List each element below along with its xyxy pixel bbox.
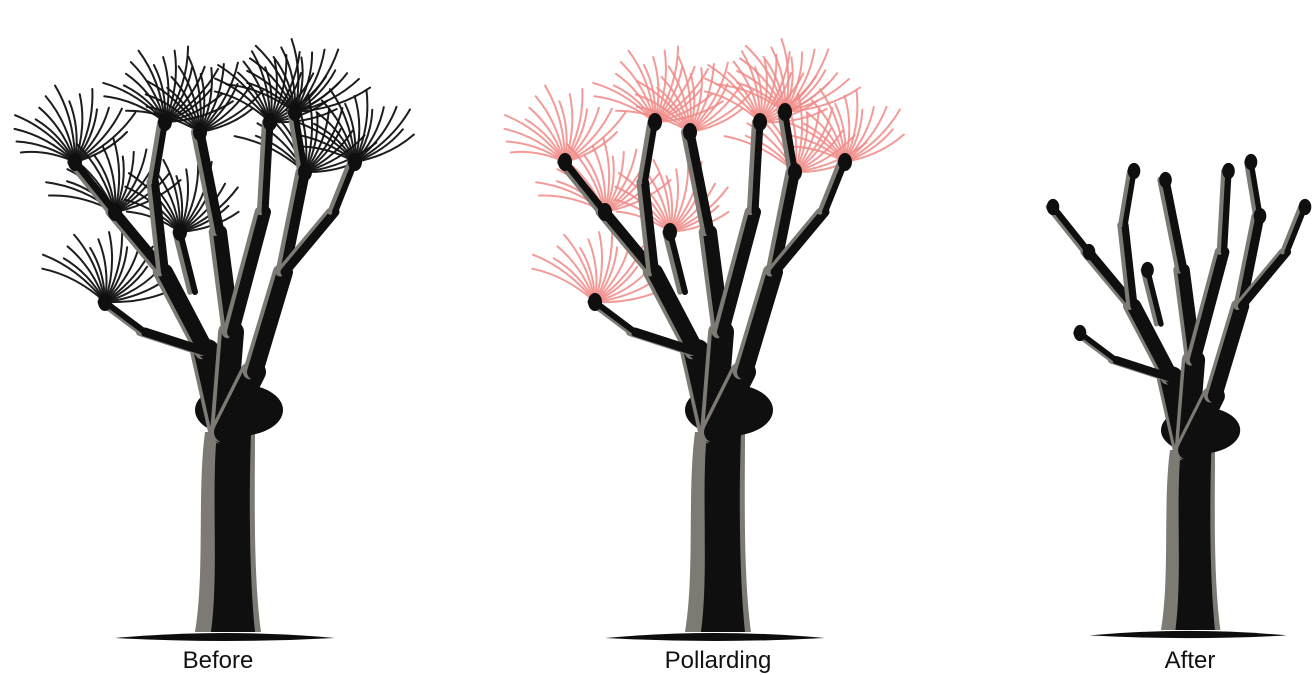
tree-after-drawing — [1047, 154, 1312, 638]
tree-before-drawing — [14, 39, 413, 641]
tree-pollarding-ground — [605, 633, 825, 641]
caption-pollarding: Pollarding — [598, 648, 838, 674]
tree-before — [14, 39, 413, 641]
tree-before-ground — [115, 633, 335, 641]
tree-before-trunk — [211, 432, 255, 632]
tree-after-branches — [1047, 154, 1312, 450]
tree-pollarding — [504, 39, 903, 641]
tree-pollarding-trunk — [701, 432, 745, 632]
tree-after-trunk — [1175, 450, 1215, 630]
caption-before: Before — [98, 648, 338, 674]
tree-after-ground — [1089, 631, 1287, 638]
tree-pollarding-drawing — [504, 39, 903, 641]
caption-after: After — [1070, 648, 1310, 674]
tree-after — [1047, 154, 1312, 638]
